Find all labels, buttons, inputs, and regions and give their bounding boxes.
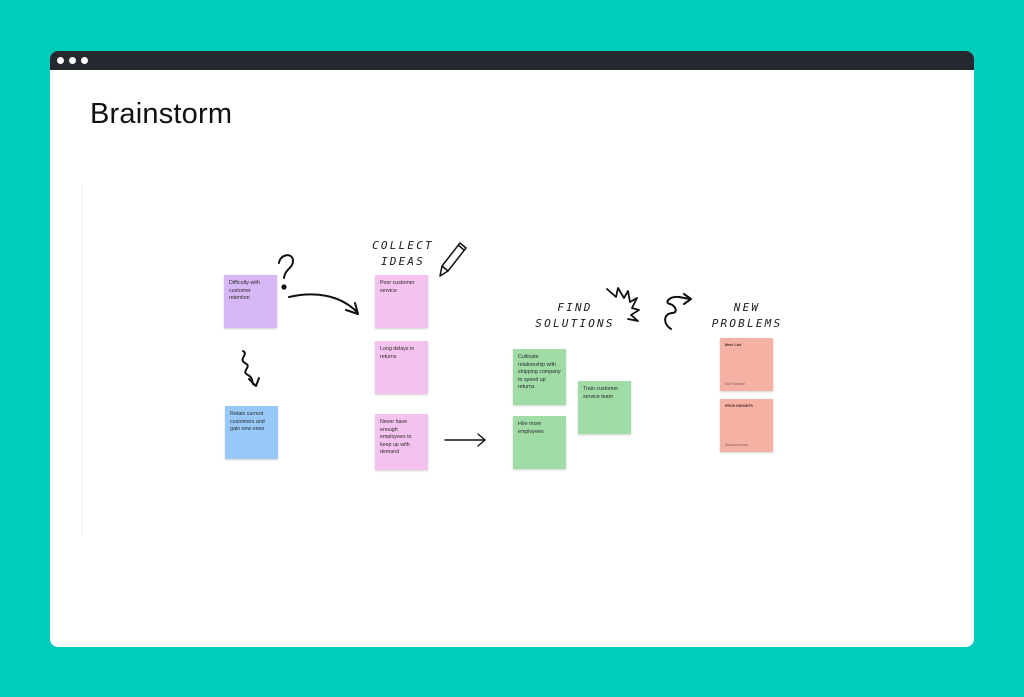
window-dot-icon[interactable] bbox=[81, 57, 88, 64]
question-mark-icon bbox=[278, 254, 295, 290]
sticky-note-never-enough[interactable]: Never have enough employees to keep up w… bbox=[375, 414, 428, 470]
squiggle-arrow-icon bbox=[241, 350, 260, 387]
window-dot-icon[interactable] bbox=[69, 57, 76, 64]
note-text: Long delays in returns bbox=[380, 346, 415, 360]
sticky-note-hire-more[interactable]: Hire more employees bbox=[513, 416, 566, 469]
find-label-line1: FIND bbox=[557, 301, 593, 314]
note-text: Train customer service team bbox=[583, 386, 619, 400]
curved-arrow-icon bbox=[288, 293, 359, 315]
new-problems-label: NEW PROBLEMS bbox=[702, 300, 792, 332]
squiggle-right-arrow-icon bbox=[664, 293, 692, 330]
doodles-layer bbox=[241, 242, 692, 447]
browser-window: Brainstorm COLLECT IDEAS FIND SOLUTIONS … bbox=[50, 51, 974, 647]
note-text: Cultivate relationship with shipping com… bbox=[518, 354, 561, 391]
note-text: Never have enough employees to keep up w… bbox=[380, 419, 412, 456]
window-titlebar bbox=[50, 51, 974, 70]
note-heading: Mere Lart bbox=[725, 343, 742, 347]
sticky-note-retention[interactable]: Difficulty with customer retention bbox=[224, 275, 277, 328]
note-subtext: Nutt Rsponlim bbox=[725, 382, 746, 386]
sticky-note-problem-2[interactable]: PROS NDISIHTS Nissuon sorroun bbox=[720, 399, 773, 452]
sticky-note-retain-gain[interactable]: Retain current customers and gain new on… bbox=[225, 406, 278, 459]
collect-label-line2: IDEAS bbox=[380, 255, 426, 268]
note-text: Retain current customers and gain new on… bbox=[230, 411, 265, 433]
burst-icon bbox=[606, 287, 640, 322]
collect-label-line1: COLLECT bbox=[372, 239, 434, 252]
pencil-icon bbox=[439, 242, 467, 277]
canvas-divider bbox=[82, 184, 83, 536]
sticky-note-cultivate[interactable]: Cultivate relationship with shipping com… bbox=[513, 349, 566, 405]
sticky-note-problem-1[interactable]: Mere Lart Nutt Rsponlim bbox=[720, 338, 773, 391]
sticky-note-long-delays[interactable]: Long delays in returns bbox=[375, 341, 428, 394]
note-text: Hire more employees bbox=[518, 421, 544, 435]
new-label-line1: NEW bbox=[733, 301, 761, 314]
sticky-note-train-team[interactable]: Train customer service team bbox=[578, 381, 631, 434]
straight-arrow-icon bbox=[444, 433, 487, 447]
sticky-note-poor-service[interactable]: Poor customer service bbox=[375, 275, 428, 328]
find-solutions-label: FIND SOLUTIONS bbox=[525, 300, 625, 332]
find-label-line2: SOLUTIONS bbox=[535, 317, 615, 330]
note-text: Poor customer service bbox=[380, 280, 415, 294]
new-label-line2: PROBLEMS bbox=[711, 317, 783, 330]
page-title: Brainstorm bbox=[90, 98, 233, 130]
note-text: Difficulty with customer retention bbox=[229, 280, 260, 302]
note-heading: PROS NDISIHTS bbox=[725, 404, 753, 408]
collect-ideas-label: COLLECT IDEAS bbox=[368, 238, 438, 270]
window-dot-icon[interactable] bbox=[57, 57, 64, 64]
note-subtext: Nissuon sorroun bbox=[725, 443, 749, 447]
